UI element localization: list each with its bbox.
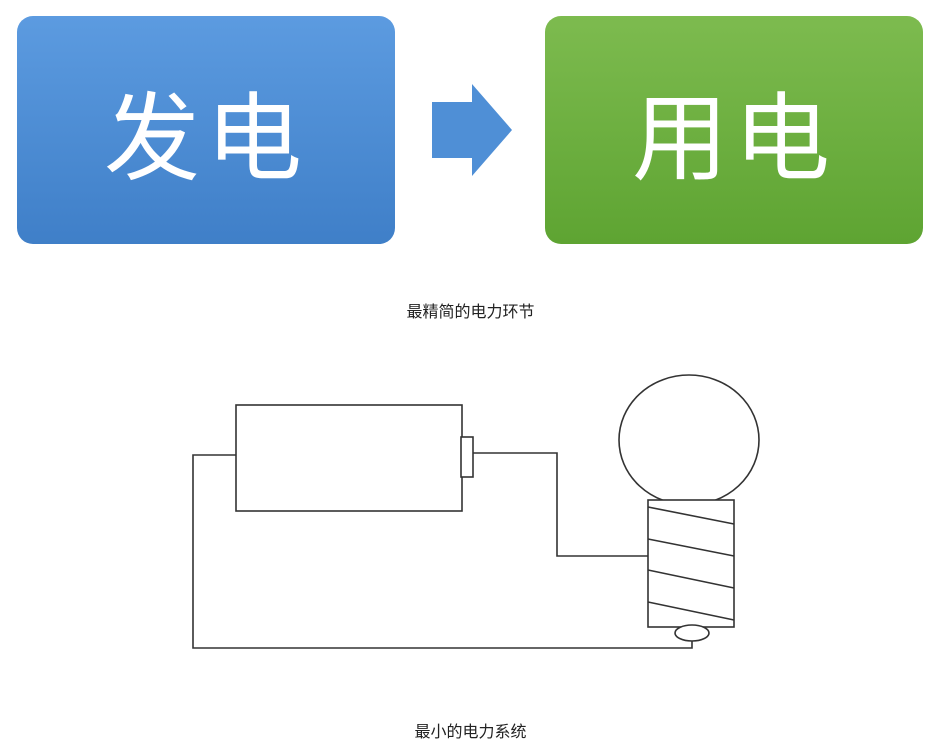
generate-label: 发电 [104,82,308,195]
top-caption: 最精简的电力环节 [406,302,535,321]
generate-box: 发电 [17,16,395,244]
use-label: 用电 [632,82,836,195]
battery-terminal [460,436,474,478]
bulb-contact [674,624,710,642]
bulb-base [647,499,735,628]
arrow-right-icon [432,84,512,176]
battery [235,404,463,512]
wire-left [192,454,693,649]
bulb-threads [647,506,735,621]
bulb-glass [618,374,760,506]
use-box: 用电 [545,16,923,244]
circuit-caption: 最小的电力系统 [414,722,527,741]
wire-right [473,452,648,557]
